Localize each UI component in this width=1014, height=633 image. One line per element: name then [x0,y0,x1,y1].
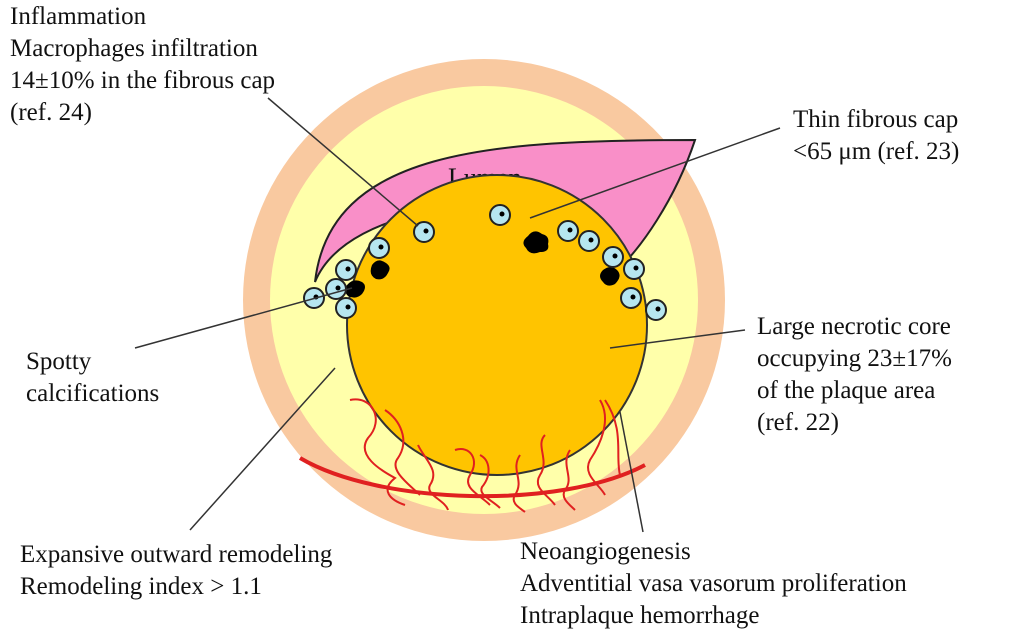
spotty-calcifications-label: Spotty calcifications [26,346,159,410]
thin-fibrous-cap-label: Thin fibrous cap <65 μm (ref. 23) [793,104,959,168]
expansive-remodeling-label: Expansive outward remodeling Remodeling … [20,539,332,603]
neoangiogenesis-label: Neoangiogenesis Adventitial vasa vasorum… [520,536,907,632]
necrotic-core-label: Large necrotic core occupying 23±17% of … [757,311,952,439]
inflammation-label: Inflammation Macrophages infiltration 14… [10,1,275,129]
